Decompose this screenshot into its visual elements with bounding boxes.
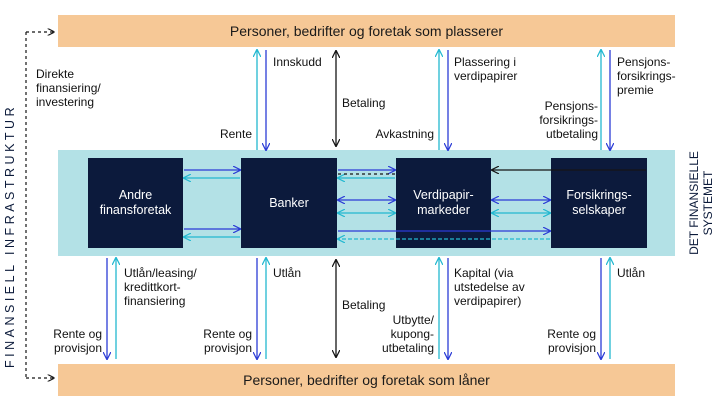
label-plassering: Plassering i verdipapirer [454,55,518,83]
box-banker: Banker [241,158,337,248]
box-forsikringsselskaper: Forsikrings- selskaper [551,158,647,248]
financial-system-label: DET FINANSIELLE SYSTEMET [687,151,715,255]
box-verdipapirmarkeder: Verdipapir- markeder [396,158,491,248]
bottom-bar: Personer, bedrifter og foretak som låner [58,364,675,396]
financial-infrastructure-label: FINANSIELL INFRASTRUKTUR [3,103,17,368]
label-avkastning: Avkastning [375,127,434,141]
top-vertical-arrows [257,50,610,150]
label-utbytte: Utbytte/ kupong- utbetaling [381,313,434,355]
label-direkte-finansiering: Direkte finansiering/ investering [36,67,101,109]
label-betaling-bottom: Betaling [342,298,386,312]
bottom-bar-label: Personer, bedrifter og foretak som låner [243,372,490,388]
label-pensjons-premie: Pensjons- forsikrings- premie [617,55,676,97]
label-kapital: Kapital (via utstedelse av verdipapirer) [454,266,525,308]
horizontal-arrows [184,170,646,239]
box-andre-finansforetak: Andre finansforetak [88,158,183,248]
label-rente-provisjon-2: Rente og provisjon [203,327,252,355]
label-pensjons-utbetaling: Pensjons- forsikrings- utbetaling [539,99,598,141]
label-rente-provisjon-1: Rente og provisjon [53,327,102,355]
label-rente-top: Rente [219,127,252,141]
bottom-vertical-arrows [107,258,610,359]
top-bar: Personer, bedrifter og foretak som plass… [58,15,675,47]
label-rente-provisjon-3: Rente og provisjon [547,327,596,355]
label-utlan-forsikring: Utlån [617,266,646,280]
label-innskudd: Innskudd [273,55,322,69]
top-bar-label: Personer, bedrifter og foretak som plass… [229,23,504,39]
label-utlan-leasing: Utlån/leasing/ kredittkort- finansiering [124,266,197,308]
infrastructure-connector [25,32,54,378]
label-utlan-bank: Utlån [273,266,302,280]
label-betaling-top: Betaling [342,96,386,110]
